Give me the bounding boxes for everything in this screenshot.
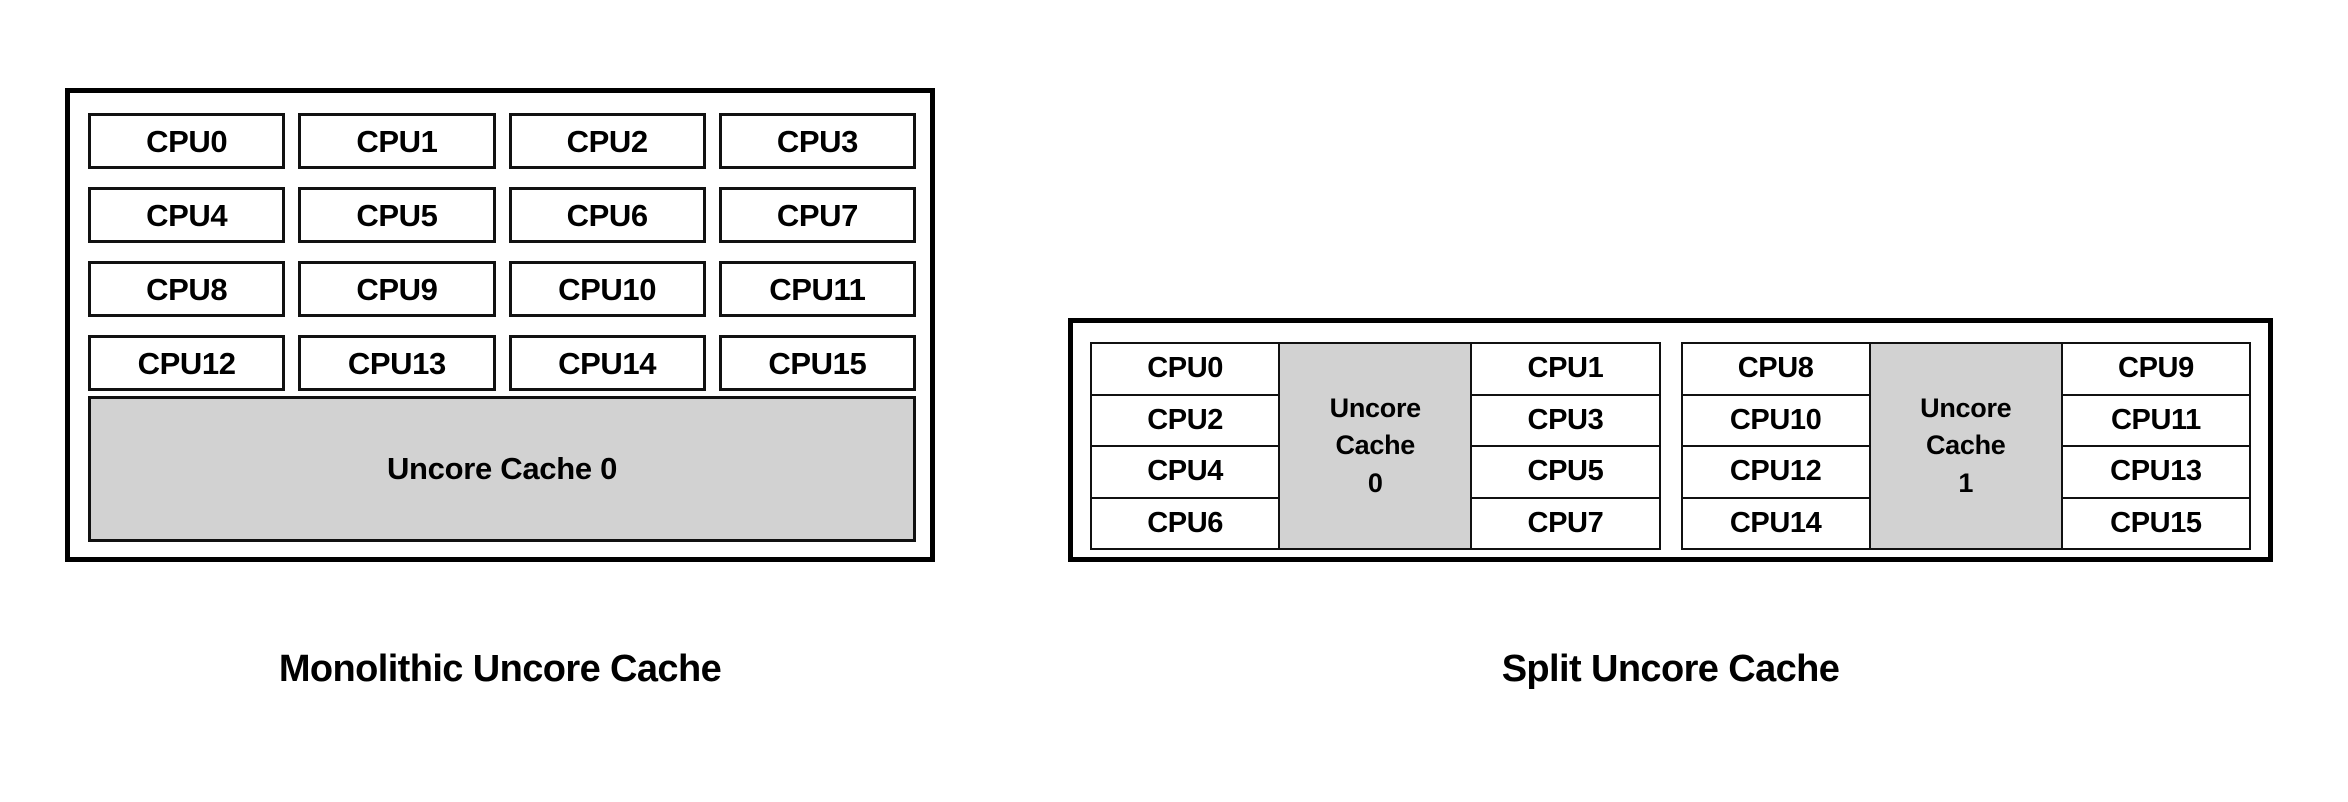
split-uncore-panel: CPU0 CPU2 CPU4 CPU6 Uncore Cache 0 CPU1 … <box>1068 318 2273 562</box>
cpu-cell: CPU3 <box>1470 393 1661 447</box>
cpu-cell: CPU10 <box>1680 393 1871 447</box>
socket-1: CPU8 CPU10 CPU12 CPU14 Uncore Cache 1 CP… <box>1680 342 2252 550</box>
uncore-cache-index: 0 <box>1367 467 1383 498</box>
socket-0: CPU0 CPU2 CPU4 CPU6 Uncore Cache 0 CPU1 … <box>1090 342 1661 550</box>
socket-0-left-cpu-column: CPU0 CPU2 CPU4 CPU6 <box>1090 342 1281 550</box>
cpu-cell: CPU8 <box>1680 342 1871 396</box>
uncore-cache-label-line: Cache <box>1925 430 2006 461</box>
split-socket-row: CPU0 CPU2 CPU4 CPU6 Uncore Cache 0 CPU1 … <box>1090 342 2252 550</box>
cpu-cell: CPU2 <box>1090 393 1281 447</box>
cpu-box: CPU2 <box>508 113 706 169</box>
cpu-box: CPU14 <box>508 335 706 391</box>
uncore-cache-label-line: Uncore <box>1329 393 1422 424</box>
cpu-cell: CPU13 <box>2060 445 2252 499</box>
cpu-cell: CPU9 <box>2060 342 2252 396</box>
cpu-cell: CPU0 <box>1090 342 1281 396</box>
cpu-cell: CPU11 <box>2060 393 2252 447</box>
cpu-cell: CPU6 <box>1090 496 1281 550</box>
uncore-cache-block-1: Uncore Cache 1 <box>1868 342 2063 550</box>
split-caption: Split Uncore Cache <box>1501 648 1840 690</box>
cpu-cell: CPU1 <box>1470 342 1661 396</box>
cpu-cell: CPU12 <box>1680 445 1871 499</box>
cpu-cell: CPU15 <box>2060 496 2252 550</box>
cpu-box: CPU13 <box>298 335 496 391</box>
uncore-cache-index: 1 <box>1958 467 1974 498</box>
cpu-cell: CPU5 <box>1470 445 1661 499</box>
cpu-box: CPU15 <box>718 335 916 391</box>
cpu-box: CPU0 <box>88 113 286 169</box>
cpu-box: CPU3 <box>718 113 916 169</box>
cpu-box: CPU6 <box>508 187 706 243</box>
socket-1-left-cpu-column: CPU8 CPU10 CPU12 CPU14 <box>1680 342 1871 550</box>
cpu-cell: CPU7 <box>1470 496 1661 550</box>
cpu-box: CPU10 <box>508 261 706 317</box>
monolithic-cpu-grid: CPU0 CPU1 CPU2 CPU3 CPU4 CPU5 CPU6 CPU7 … <box>88 113 916 391</box>
uncore-cache-block: Uncore Cache 0 <box>88 396 916 542</box>
uncore-cache-label-line: Cache <box>1335 430 1416 461</box>
cpu-box: CPU7 <box>718 187 916 243</box>
cpu-box: CPU5 <box>298 187 496 243</box>
uncore-cache-block-0: Uncore Cache 0 <box>1278 342 1473 550</box>
cpu-box: CPU11 <box>718 261 916 317</box>
cpu-cell: CPU14 <box>1680 496 1871 550</box>
cpu-box: CPU9 <box>298 261 496 317</box>
socket-1-right-cpu-column: CPU9 CPU11 CPU13 CPU15 <box>2060 342 2252 550</box>
cpu-cell: CPU4 <box>1090 445 1281 499</box>
monolithic-uncore-panel: CPU0 CPU1 CPU2 CPU3 CPU4 CPU5 CPU6 CPU7 … <box>65 88 935 562</box>
monolithic-caption: Monolithic Uncore Cache <box>278 648 722 690</box>
cpu-box: CPU12 <box>88 335 286 391</box>
cpu-box: CPU8 <box>88 261 286 317</box>
cpu-box: CPU1 <box>298 113 496 169</box>
socket-0-right-cpu-column: CPU1 CPU3 CPU5 CPU7 <box>1470 342 1661 550</box>
uncore-cache-label-line: Uncore <box>1920 393 2012 424</box>
cpu-box: CPU4 <box>88 187 286 243</box>
